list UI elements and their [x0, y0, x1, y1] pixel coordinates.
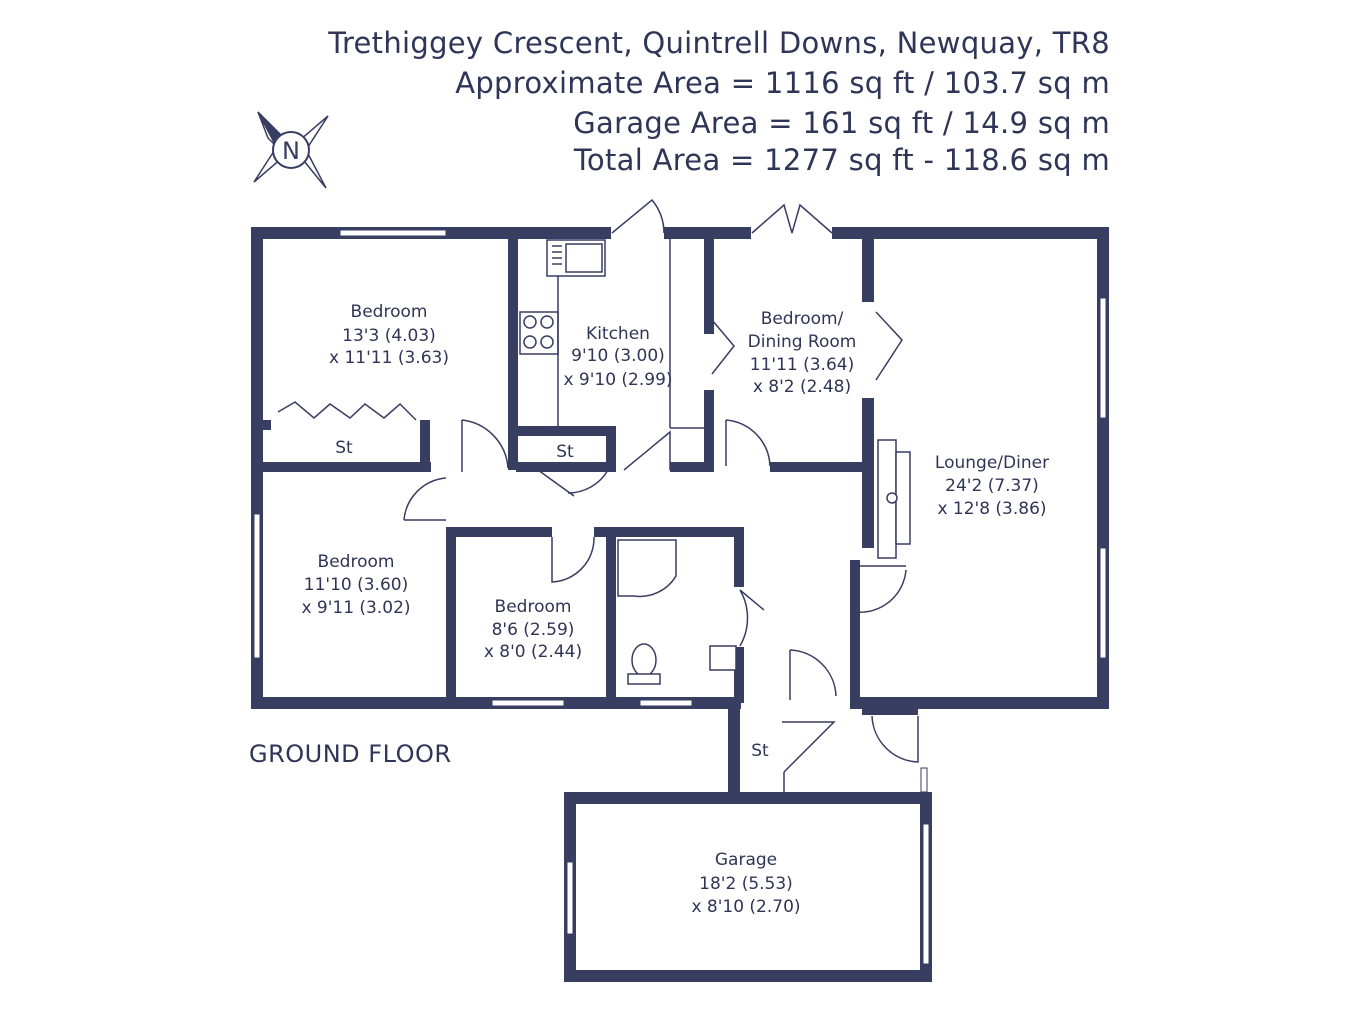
shower-icon	[617, 539, 677, 598]
lounge-name: Lounge/Diner	[935, 453, 1049, 473]
bedroom3-name: Bedroom	[495, 597, 572, 617]
kitchen-name: Kitchen	[586, 324, 650, 344]
bedroom2-name: Bedroom	[318, 552, 395, 572]
fixtures	[519, 238, 911, 685]
garage-area: Garage Area = 161 sq ft / 14.9 sq m	[573, 106, 1110, 140]
lounge-dim2: x 12'8 (3.86)	[937, 499, 1046, 519]
dining-name-line2: Dining Room	[748, 332, 857, 352]
doors	[277, 198, 919, 798]
storage-label-hall: St	[751, 741, 769, 761]
storage-label-bedroom: St	[335, 438, 353, 458]
bedroom3-dim2: x 8'0 (2.44)	[484, 642, 582, 662]
compass-north-letter: N	[282, 137, 300, 165]
bedroom1-name: Bedroom	[351, 302, 428, 322]
bedroom1-dim1: 13'3 (4.03)	[342, 326, 436, 346]
bedroom2-dim2: x 9'11 (3.02)	[301, 598, 410, 618]
windows	[253, 229, 1107, 965]
approximate-area: Approximate Area = 1116 sq ft / 103.7 sq…	[455, 66, 1110, 100]
dining-dim1: 11'11 (3.64)	[750, 355, 854, 375]
bedroom2-dim1: 11'10 (3.60)	[304, 575, 408, 595]
dining-dim2: x 8'2 (2.48)	[753, 377, 851, 397]
toilet-icon	[631, 643, 657, 677]
compass-icon: N	[253, 111, 329, 189]
address-title: Trethiggey Crescent, Quintrell Downs, Ne…	[328, 26, 1110, 60]
kitchen-dim2: x 9'10 (2.99)	[563, 370, 672, 390]
bedroom1-dim2: x 11'11 (3.63)	[329, 348, 449, 368]
bedroom3-dim1: 8'6 (2.59)	[492, 620, 575, 640]
room-labels: Bedroom 13'3 (4.03) x 11'11 (3.63) Kitch…	[301, 302, 1049, 917]
kitchen-dim1: 9'10 (3.00)	[571, 346, 665, 366]
garage-dim1: 18'2 (5.53)	[699, 874, 793, 894]
basin-icon	[709, 645, 737, 671]
floor-label: GROUND FLOOR	[249, 740, 452, 768]
garage-name: Garage	[715, 850, 777, 870]
garage-dim2: x 8'10 (2.70)	[691, 897, 800, 917]
total-area: Total Area = 1277 sq ft - 118.6 sq m	[573, 143, 1110, 177]
lounge-dim1: 24'2 (7.37)	[945, 476, 1039, 496]
dining-name-line1: Bedroom/	[761, 309, 844, 329]
storage-label-kitchen: St	[556, 442, 574, 462]
